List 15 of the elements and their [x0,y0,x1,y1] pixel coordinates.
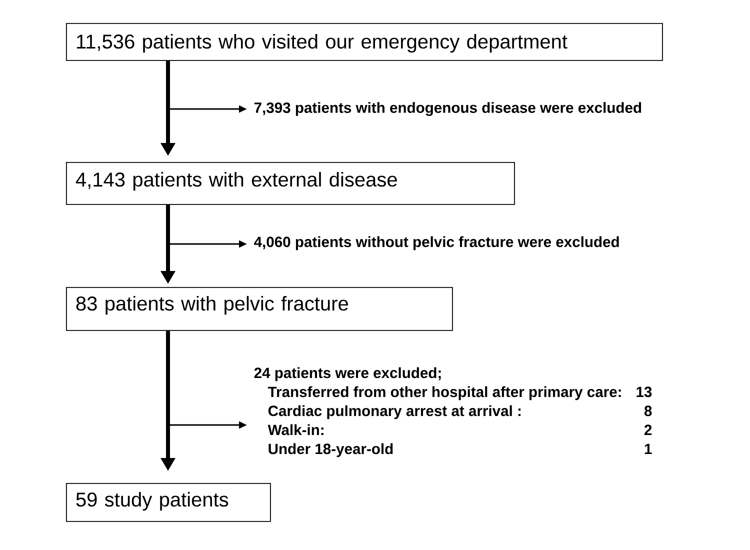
patient-count: 1 [644,444,652,454]
exclusion-reason: Transferred from other hospital after primary care: [268,386,621,400]
flow-box: 83 patients with pelvic fracture [66,287,453,331]
patient-count: 8 [644,406,652,416]
patient-count: 2 [644,424,652,435]
flow-box: 11,536 patients who visited our emergency department [66,23,663,61]
exclusion-reason: Cardiac pulmonary arrest at arrival : [268,405,521,420]
flow-box: 4,143 patients with external disease [66,162,515,205]
exclusion-reason: Under 18-year-old [268,443,393,458]
patient-count: 13 [636,386,652,398]
flow-box: 59 study patients [66,483,271,522]
exclusion-text: 4,060 patients without pelvic fracture were excluded [254,236,619,250]
exclusion-heading: 24 patients were excluded; [254,367,441,382]
exclusion-reason: Walk-in: [268,424,324,436]
exclusion-text: 7,393 patients with endogenous disease were excluded [254,102,642,116]
